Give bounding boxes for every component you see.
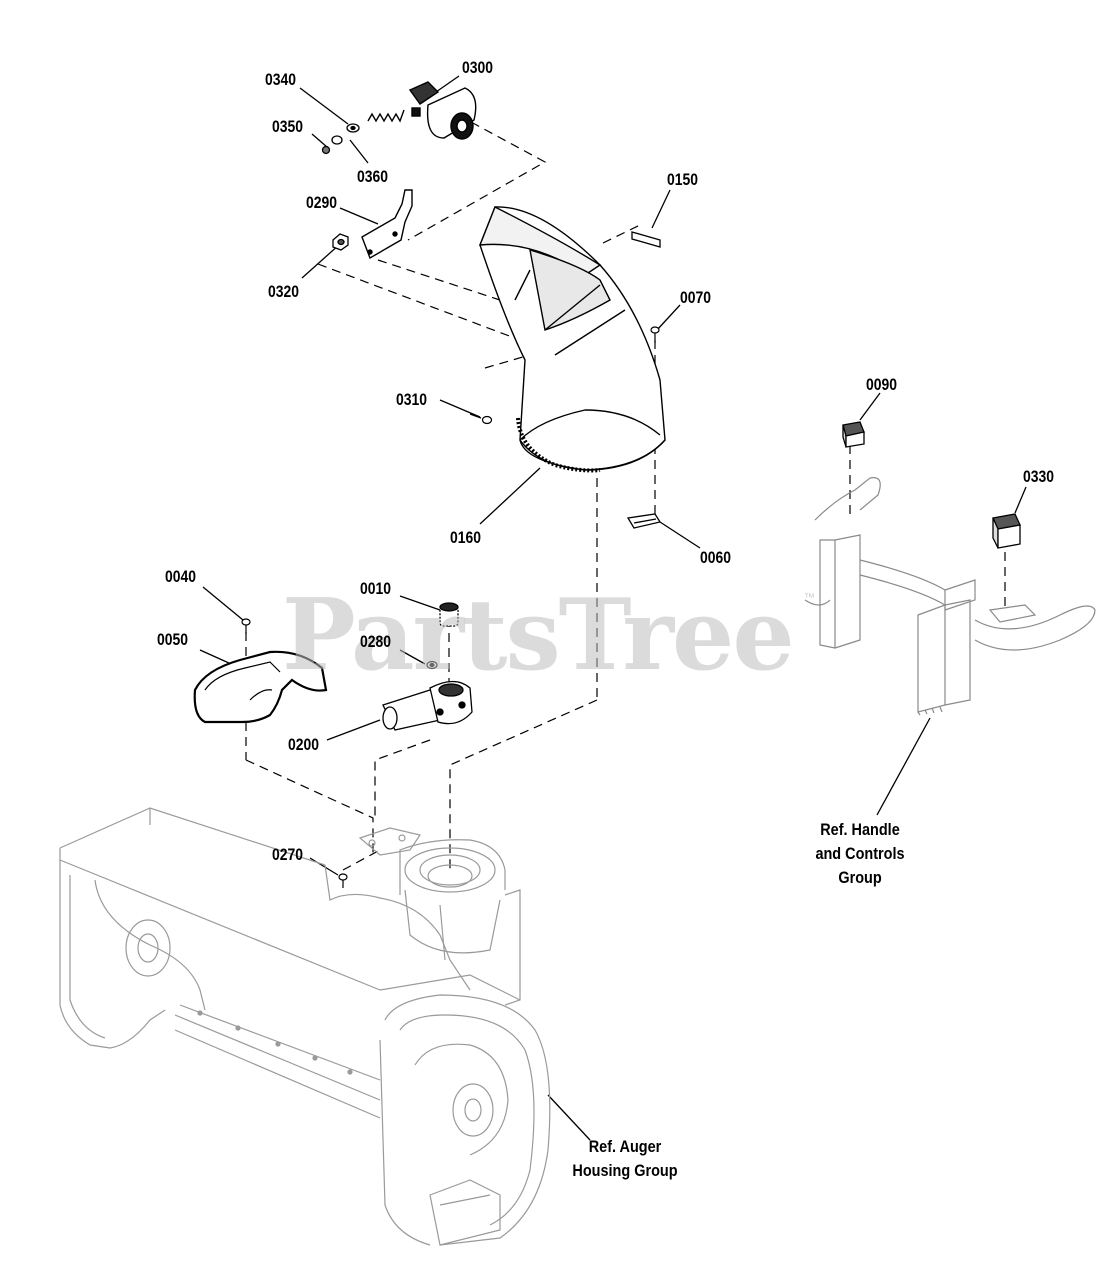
watermark-trademark: ™ [804,592,815,604]
gear-0010-icon [439,602,459,627]
callout-0270[interactable]: 0270 [272,845,304,864]
callout-0360[interactable]: 0360 [357,167,389,186]
callout-0060[interactable]: 0060 [700,548,732,567]
ref-handle-line-1: Ref. Handle [820,820,900,839]
ref-auger-line-2: Housing Group [572,1161,678,1180]
screw-0040-icon [241,618,251,634]
callout-0090[interactable]: 0090 [866,375,898,394]
callout-0070[interactable]: 0070 [680,288,712,307]
bolt-0270-icon [338,873,348,888]
callout-0300[interactable]: 0300 [462,58,494,77]
ref-auger-line-1: Ref. Auger [588,1137,662,1156]
callout-0320[interactable]: 0320 [268,282,300,301]
motor-0300-icon [367,81,477,140]
callout-0050[interactable]: 0050 [157,630,189,649]
callout-0330[interactable]: 0330 [1023,467,1055,486]
washer-icons [321,123,360,155]
callout-0350[interactable]: 0350 [272,117,304,136]
knob-0090-icon [842,421,865,448]
handle-controls-ref-icon [804,477,1096,716]
clip-0060-icon [626,513,662,529]
assembly-lines [245,114,1006,871]
callout-0040[interactable]: 0040 [165,567,197,586]
motor-0200-icon [382,680,473,731]
callout-0310[interactable]: 0310 [396,390,428,409]
bracket-0290-icon [361,189,413,260]
discharge-chute-0160-icon [478,206,666,471]
callout-0150[interactable]: 0150 [667,170,699,189]
callout-0280[interactable]: 0280 [360,632,392,651]
decal-0150-icon [631,231,661,248]
nut-0280-icon [426,660,438,670]
ref-handle-line-2: and Controls [815,844,905,863]
knob-0330-icon [992,513,1021,549]
callout-0200[interactable]: 0200 [288,735,320,754]
nut-0320-icon [332,233,349,251]
watermark: PartsTree [282,578,795,693]
callout-0010[interactable]: 0010 [360,579,392,598]
leader-lines [199,75,1027,1141]
ref-handle-controls-group[interactable]: Ref. Handle and Controls Group [805,818,916,890]
screw-0310-icon [469,413,493,425]
screw-0070-icon [650,326,660,343]
gear-ring-icon [516,417,601,473]
auger-housing-ref-icon [59,807,551,1246]
callout-0340[interactable]: 0340 [265,70,297,89]
callout-0160[interactable]: 0160 [450,528,482,547]
ref-handle-line-3: Group [838,868,882,887]
ref-auger-housing-group[interactable]: Ref. Auger Housing Group [566,1135,685,1183]
callout-0290[interactable]: 0290 [306,193,338,212]
cover-0050-icon [193,650,328,724]
